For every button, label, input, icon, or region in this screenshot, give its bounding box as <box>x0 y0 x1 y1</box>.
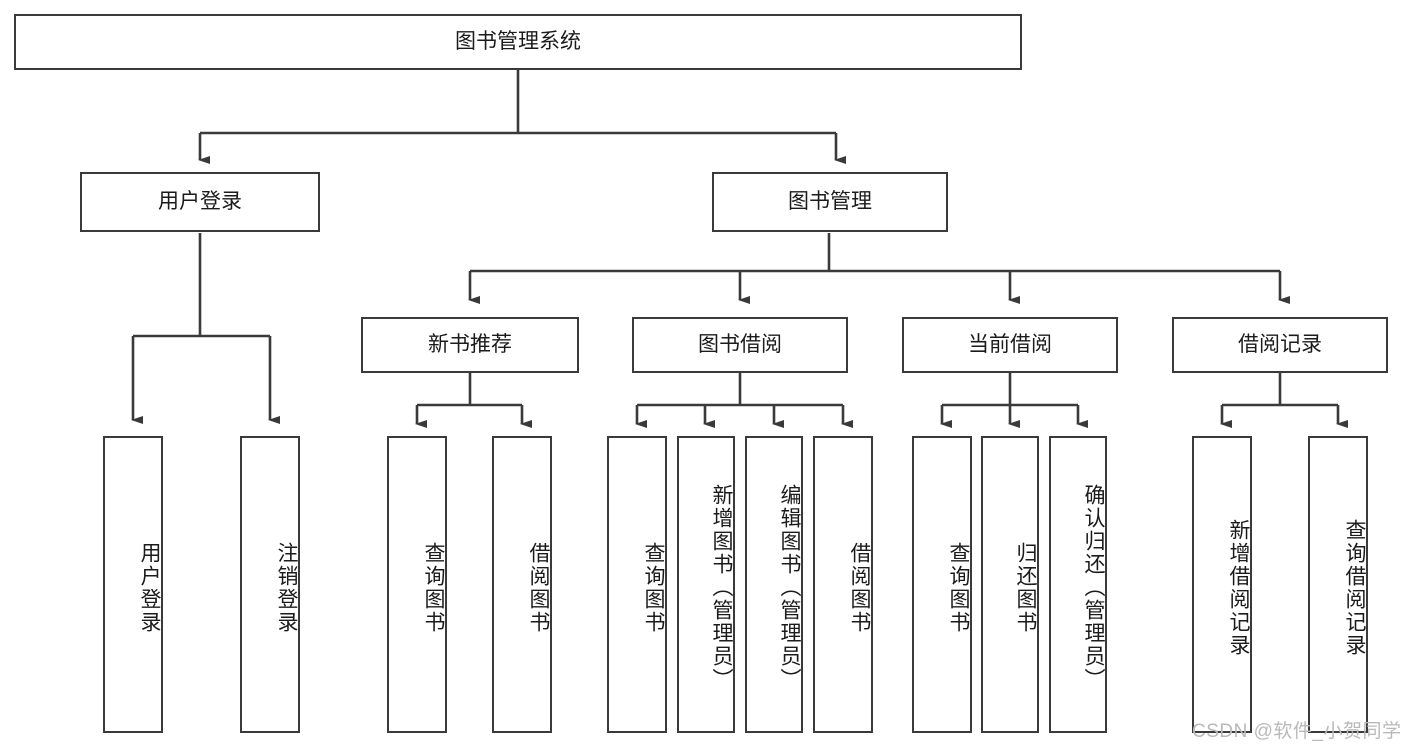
leaf-borrow-book-new-recommend[interactable]: 借阅图书 <box>492 436 552 733</box>
node-current-borrow[interactable]: 当前借阅 <box>902 317 1118 373</box>
node-label: 图书管理 <box>788 190 872 214</box>
node-label: 借阅图书 <box>848 541 871 634</box>
node-label: 注销登录 <box>275 541 298 634</box>
leaf-user-login[interactable]: 用户登录 <box>103 436 163 733</box>
node-label: 用户登录 <box>138 541 161 634</box>
node-user-login[interactable]: 用户登录 <box>80 172 320 232</box>
node-root-book-management-system[interactable]: 图书管理系统 <box>14 14 1022 70</box>
node-borrow-record[interactable]: 借阅记录 <box>1172 317 1388 373</box>
leaf-query-borrow-record[interactable]: 查询借阅记录 <box>1308 436 1368 733</box>
leaf-add-book[interactable]: 新增图书（管理员） <box>677 436 735 733</box>
leaf-query-book-current[interactable]: 查询图书 <box>912 436 972 733</box>
watermark-text: CSDN @软件_小贺同学 <box>1192 721 1402 742</box>
node-label: 新书推荐 <box>428 333 512 357</box>
leaf-query-book-new-recommend[interactable]: 查询图书 <box>387 436 447 733</box>
node-label: 编辑图书（管理员） <box>778 484 801 691</box>
node-label: 图书管理系统 <box>455 30 581 54</box>
node-label: 归还图书 <box>1014 541 1037 634</box>
node-label: 借阅记录 <box>1238 333 1322 357</box>
node-label: 查询图书 <box>422 541 445 634</box>
node-label: 当前借阅 <box>968 333 1052 357</box>
node-label: 新增图书（管理员） <box>710 484 733 691</box>
leaf-return-book[interactable]: 归还图书 <box>981 436 1039 733</box>
node-label: 图书借阅 <box>698 333 782 357</box>
leaf-add-borrow-record[interactable]: 新增借阅记录 <box>1192 436 1252 733</box>
node-label: 借阅图书 <box>527 541 550 634</box>
leaf-query-book-borrow[interactable]: 查询图书 <box>607 436 667 733</box>
node-label: 查询图书 <box>947 541 970 634</box>
node-label: 查询图书 <box>642 541 665 634</box>
leaf-borrow-book-borrow[interactable]: 借阅图书 <box>813 436 873 733</box>
csdn-watermark: CSDN @软件_小贺同学 <box>1192 716 1401 743</box>
node-label: 确认归还（管理员） <box>1082 484 1105 691</box>
node-label: 查询借阅记录 <box>1343 518 1366 657</box>
node-book-manage[interactable]: 图书管理 <box>712 172 948 232</box>
leaf-user-logout[interactable]: 注销登录 <box>240 436 300 733</box>
leaf-confirm-return[interactable]: 确认归还（管理员） <box>1049 436 1107 733</box>
node-label: 新增借阅记录 <box>1227 518 1250 657</box>
leaf-edit-book[interactable]: 编辑图书（管理员） <box>745 436 803 733</box>
node-new-book-recommend[interactable]: 新书推荐 <box>361 317 579 373</box>
node-label: 用户登录 <box>158 190 242 214</box>
node-book-borrow[interactable]: 图书借阅 <box>632 317 848 373</box>
